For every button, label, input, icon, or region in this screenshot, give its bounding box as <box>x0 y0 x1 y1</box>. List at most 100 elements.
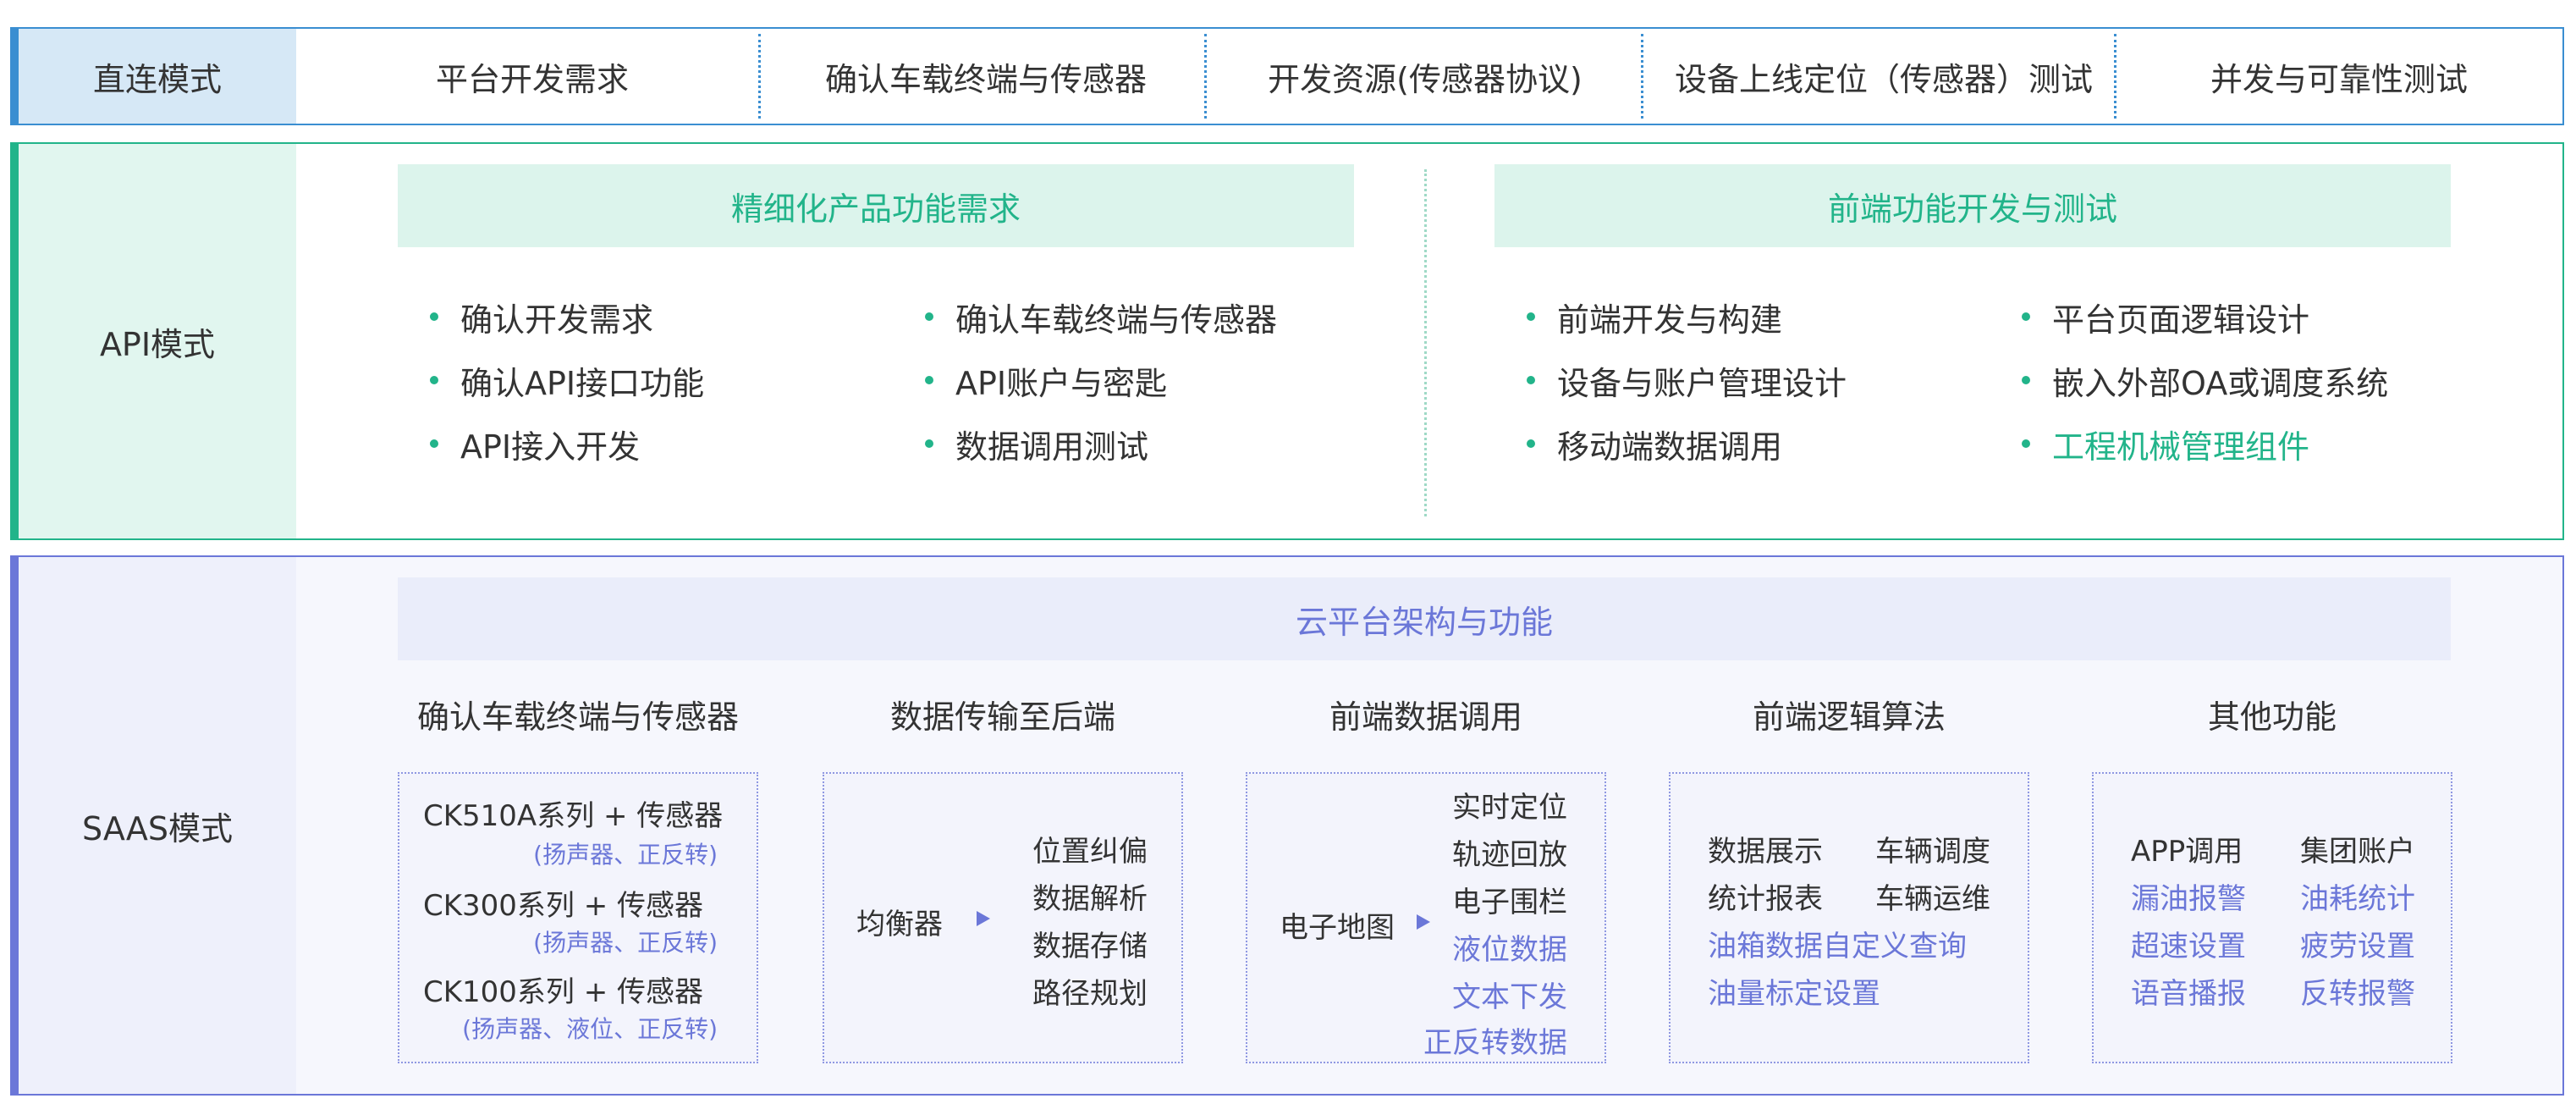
list-item-text: 数据调用测试 <box>955 428 1149 466</box>
list-item: 设备与账户管理设计 <box>1527 355 2001 406</box>
frontend-target: 正反转数据 <box>1423 1026 1567 1060</box>
terminal-note: (扬声器、正反转) <box>533 841 718 869</box>
api-left-list-2: 确认车载终端与传感器 API账户与密匙 数据调用测试 <box>925 291 1399 469</box>
saas-header: 云平台架构与功能 <box>398 577 2451 660</box>
list-item-text: 确认开发需求 <box>460 301 654 339</box>
bullet-dot-icon <box>925 376 933 384</box>
saas-mode-label: SAAS模式 <box>19 557 296 1094</box>
step-divider <box>758 34 761 119</box>
list-item-text: 确认API接口功能 <box>460 364 705 402</box>
arrow-right-icon <box>977 911 990 926</box>
direct-mode-accent-bar <box>10 27 19 125</box>
api-right-header: 前端功能开发与测试 <box>1494 164 2451 247</box>
bullet-dot-icon <box>1527 376 1535 384</box>
api-right-list-2: 平台页面逻辑设计 嵌入外部OA或调度系统 工程机械管理组件 <box>2022 291 2529 469</box>
direct-step: 确认车载终端与传感器 <box>824 60 1147 98</box>
logic-item: 油箱数据自定义查询 <box>1708 930 1967 963</box>
logic-item: 统计报表 <box>1708 882 1823 916</box>
other-item: 漏油报警 <box>2131 882 2246 916</box>
other-item: 疲劳设置 <box>2300 930 2415 963</box>
frontend-target: 实时定位 <box>1452 791 1567 825</box>
list-item-text: 移动端数据调用 <box>1557 428 1783 466</box>
bullet-dot-icon <box>1527 312 1535 321</box>
list-item-text: API接入开发 <box>460 428 641 466</box>
saas-column-title: 数据传输至后端 <box>889 698 1115 736</box>
saas-logic-box: 数据展示 车辆调度 统计报表 车辆运维 油箱数据自定义查询 油量标定设置 <box>1669 772 2029 1063</box>
terminal-note: (扬声器、正反转) <box>533 929 718 957</box>
list-item: 数据调用测试 <box>925 418 1399 469</box>
arrow-right-icon <box>1417 914 1430 930</box>
step-divider <box>2114 34 2116 119</box>
saas-frontend-data-box: 电子地图 实时定位 轨迹回放 电子围栏 液位数据 文本下发 正反转数据 <box>1246 772 1606 1063</box>
saas-mode-accent-bar <box>10 555 19 1096</box>
bullet-dot-icon <box>925 439 933 448</box>
frontend-target: 电子围栏 <box>1452 886 1567 919</box>
transfer-target: 数据存储 <box>1032 930 1148 963</box>
api-mode-label: API模式 <box>19 144 296 538</box>
direct-step: 平台开发需求 <box>435 60 629 98</box>
list-item-highlighted: 工程机械管理组件 <box>2022 418 2529 469</box>
list-item-text: 确认车载终端与传感器 <box>955 301 1278 339</box>
list-item-text: API账户与密匙 <box>955 364 1168 402</box>
bullet-dot-icon <box>2022 312 2030 321</box>
saas-transfer-box: 均衡器 位置纠偏 数据解析 数据存储 路径规划 <box>823 772 1183 1063</box>
other-item: 集团账户 <box>2300 835 2415 869</box>
list-item: API接入开发 <box>430 418 904 469</box>
bullet-dot-icon <box>925 312 933 321</box>
transfer-target: 数据解析 <box>1032 882 1148 916</box>
api-left-list-1: 确认开发需求 确认API接口功能 API接入开发 <box>430 291 904 469</box>
terminal-model: CK100系列 + 传感器 <box>423 975 704 1009</box>
list-item-text: 嵌入外部OA或调度系统 <box>2052 364 2389 402</box>
list-item: 确认开发需求 <box>430 291 904 342</box>
step-divider <box>1204 34 1207 119</box>
list-item-text: 设备与账户管理设计 <box>1557 364 1847 402</box>
saas-mode-row: SAAS模式 云平台架构与功能 确认车载终端与传感器 数据传输至后端 前端数据调… <box>10 555 2564 1096</box>
direct-mode-label: 直连模式 <box>19 29 296 124</box>
map-label: 电子地图 <box>1280 911 1395 945</box>
transfer-target: 路径规划 <box>1032 977 1148 1011</box>
list-item: 移动端数据调用 <box>1527 418 2001 469</box>
list-item-text: 前端开发与构建 <box>1557 301 1783 339</box>
logic-item: 车辆调度 <box>1875 835 1990 869</box>
api-left-header: 精细化产品功能需求 <box>398 164 1354 247</box>
other-item: APP调用 <box>2131 835 2243 869</box>
saas-column-title: 其他功能 <box>2207 698 2337 736</box>
other-item: 反转报警 <box>2300 977 2415 1011</box>
direct-step: 并发与可靠性测试 <box>2210 60 2468 98</box>
list-item-text: 平台页面逻辑设计 <box>2052 301 2310 339</box>
direct-step: 设备上线定位（传感器）测试 <box>1674 60 2093 98</box>
frontend-target: 轨迹回放 <box>1452 838 1567 872</box>
saas-column-title: 确认车载终端与传感器 <box>416 698 739 736</box>
bullet-dot-icon <box>430 439 438 448</box>
balancer-label: 均衡器 <box>856 908 943 941</box>
saas-column-title: 前端逻辑算法 <box>1752 698 1946 736</box>
list-item: 确认API接口功能 <box>430 355 904 406</box>
frontend-target: 液位数据 <box>1452 933 1567 967</box>
api-mode-row: API模式 精细化产品功能需求 确认开发需求 确认API接口功能 API接入开发… <box>10 142 2564 540</box>
list-item: 确认车载终端与传感器 <box>925 291 1399 342</box>
bullet-dot-icon <box>430 312 438 321</box>
logic-item: 车辆运维 <box>1875 882 1990 916</box>
terminal-model: CK510A系列 + 传感器 <box>423 799 724 833</box>
bullet-dot-icon <box>2022 376 2030 384</box>
bullet-dot-icon <box>430 376 438 384</box>
transfer-target: 位置纠偏 <box>1032 835 1148 869</box>
logic-item: 油量标定设置 <box>1708 977 1880 1011</box>
bullet-dot-icon <box>2022 439 2030 448</box>
other-item: 超速设置 <box>2131 930 2246 963</box>
saas-other-box: APP调用 集团账户 漏油报警 油耗统计 超速设置 疲劳设置 语音播报 反转报警 <box>2092 772 2452 1063</box>
frontend-target: 文本下发 <box>1452 980 1567 1014</box>
other-item: 油耗统计 <box>2300 882 2415 916</box>
direct-mode-row: 直连模式 平台开发需求 确认车载终端与传感器 开发资源(传感器协议) 设备上线定… <box>10 27 2564 125</box>
step-divider <box>1641 34 1643 119</box>
logic-item: 数据展示 <box>1708 835 1823 869</box>
list-item: API账户与密匙 <box>925 355 1399 406</box>
list-item-text: 工程机械管理组件 <box>2052 428 2310 466</box>
direct-step: 开发资源(传感器协议) <box>1268 60 1582 98</box>
api-mode-accent-bar <box>10 142 19 540</box>
saas-column-title: 前端数据调用 <box>1329 698 1522 736</box>
saas-terminal-box: CK510A系列 + 传感器 (扬声器、正反转) CK300系列 + 传感器 (… <box>398 772 758 1063</box>
list-item: 前端开发与构建 <box>1527 291 2001 342</box>
api-right-list-1: 前端开发与构建 设备与账户管理设计 移动端数据调用 <box>1527 291 2001 469</box>
bullet-dot-icon <box>1527 439 1535 448</box>
